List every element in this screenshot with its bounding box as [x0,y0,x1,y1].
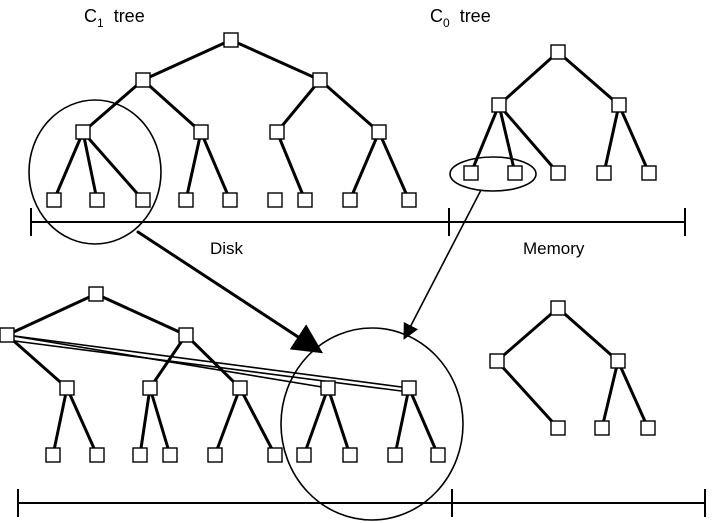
c0-selection-circle [449,156,537,192]
c0-tree-top-nodes [463,44,657,181]
c1-selection-circle [28,99,162,245]
disk-label: Disk [210,239,244,258]
c1-tree-top-nodes [46,32,417,208]
c0-tree-top-edges [469,50,651,175]
merge-arrow-c1 [136,230,324,354]
memory-label: Memory [523,239,585,258]
c1-tree-bottom-nodes [0,286,446,463]
merge-arrow-c0 [403,189,482,340]
c1-tree-top-edges [52,38,411,202]
merged-result-circle [280,327,464,521]
bottom-axis [17,489,706,517]
top-axis [30,208,686,236]
c0-tree-bottom-edges [495,306,650,430]
c1-tree-bottom-edges [5,292,440,457]
c0-tree-bottom-nodes [489,300,656,436]
